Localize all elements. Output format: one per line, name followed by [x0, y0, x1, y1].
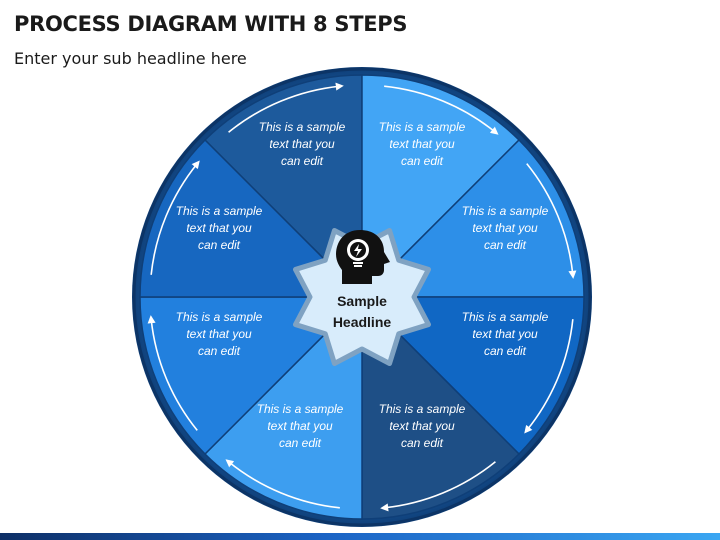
- step-4-text-line2: text that you: [472, 327, 538, 341]
- step-2-text-line1: This is a sample: [379, 120, 466, 134]
- flow-arrow-5: [380, 461, 496, 512]
- step-5-text-line3: can edit: [401, 436, 444, 450]
- step-4-text-line3: can edit: [484, 344, 527, 358]
- step-6-text-line1: This is a sample: [257, 402, 344, 416]
- step-3-text-line3: can edit: [484, 238, 527, 252]
- flow-arrow-1: [228, 82, 344, 133]
- step-5-text-line1: This is a sample: [379, 402, 466, 416]
- flow-arrow-4: [524, 319, 574, 434]
- bottom-accent-bar: [0, 533, 720, 540]
- flow-arrows: [147, 82, 577, 512]
- flow-arrow-2: [384, 85, 499, 135]
- flow-arrow-8: [150, 160, 200, 275]
- step-1-text-line1: This is a sample: [259, 120, 346, 134]
- step-3-text-line2: text that you: [472, 221, 538, 235]
- center-headline-line1: Sample: [337, 293, 387, 309]
- step-2-text-line2: text that you: [389, 137, 455, 151]
- step-6-text-line2: text that you: [267, 419, 333, 433]
- flow-arrow-7: [147, 315, 198, 431]
- slide-subtitle: Enter your sub headline here: [14, 49, 247, 68]
- center-headline-line2: Headline: [333, 314, 392, 330]
- step-8-text-line3: can edit: [198, 238, 241, 252]
- slide-title: PROCESS DIAGRAM WITH 8 STEPS: [14, 12, 408, 36]
- step-1-text-line3: can edit: [281, 154, 324, 168]
- flow-arrow-6: [225, 459, 340, 509]
- step-7-text-line3: can edit: [198, 344, 241, 358]
- step-5-text-line2: text that you: [389, 419, 455, 433]
- outer-ring-edge: [132, 67, 592, 527]
- step-1-text-line2: text that you: [269, 137, 335, 151]
- step-3-text-line1: This is a sample: [462, 204, 549, 218]
- step-2-text-line3: can edit: [401, 154, 444, 168]
- step-7-text-line1: This is a sample: [176, 310, 263, 324]
- step-8-text-line1: This is a sample: [176, 204, 263, 218]
- step-6-text-line3: can edit: [279, 436, 322, 450]
- center-star: [292, 227, 432, 367]
- head-lightbulb-icon: [336, 230, 390, 284]
- flow-arrow-3: [526, 163, 577, 279]
- step-4-text-line1: This is a sample: [462, 310, 549, 324]
- step-8-text-line2: text that you: [186, 221, 252, 235]
- step-7-text-line2: text that you: [186, 327, 252, 341]
